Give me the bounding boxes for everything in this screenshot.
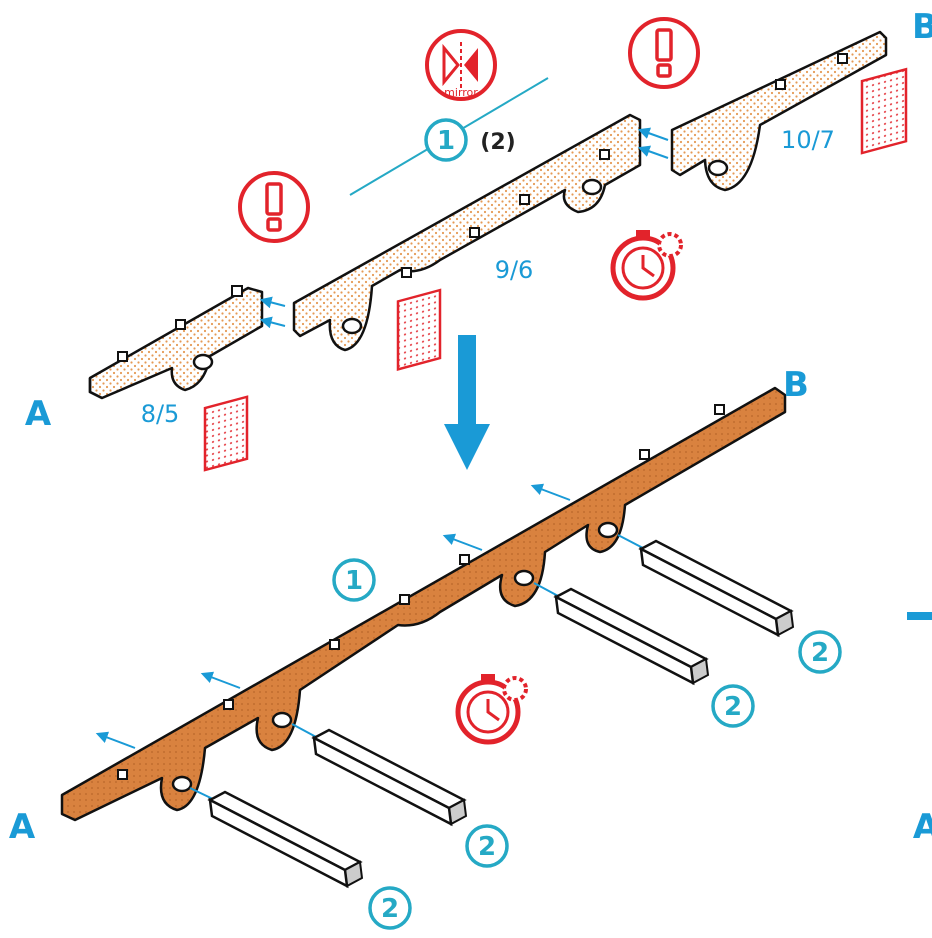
down-arrow-icon (444, 335, 490, 470)
axle (189, 787, 364, 889)
assembled-frame (60, 386, 787, 822)
mirror-label: mirror (444, 86, 478, 99)
size-label-right: 10/7 (781, 126, 835, 154)
quantity-label: (2) (480, 130, 515, 155)
step-number: 1 (345, 566, 363, 596)
panel-icon (396, 288, 442, 371)
step-badge: 2 (711, 684, 755, 728)
part-left (88, 285, 264, 400)
step-number: 2 (381, 894, 399, 924)
step-badge: 2 (368, 886, 412, 930)
end-label-a-edge: A (913, 807, 932, 847)
warning-icon (238, 171, 310, 243)
part-right (670, 30, 888, 192)
step-number: 2 (478, 832, 496, 862)
axle (533, 582, 710, 686)
size-label-mid: 9/6 (495, 256, 534, 284)
part-middle (292, 113, 642, 352)
warning-icon (628, 17, 700, 89)
step-number: 1 (437, 126, 455, 156)
end-label-b-bottom: B (783, 365, 809, 405)
step-badge: 2 (798, 630, 842, 674)
panel-icon (860, 67, 908, 155)
mirror-icon: mirror (425, 29, 497, 101)
timer-gear-icon (610, 230, 683, 301)
step-badge: 1 (2) (424, 118, 516, 162)
step-number: 2 (724, 692, 742, 722)
panel-icon (203, 395, 249, 472)
size-label-left: 8/5 (141, 400, 180, 428)
axle (617, 534, 795, 638)
edge-dash (907, 612, 932, 620)
end-label-b-top: B (912, 7, 932, 47)
step-badge: 1 (332, 558, 376, 602)
timer-gear-icon (455, 674, 528, 745)
step-badge: 2 (465, 824, 509, 868)
end-label-a-bottom: A (9, 807, 36, 847)
axle (291, 723, 468, 827)
end-label-a-top: A (25, 394, 52, 434)
exploded-assembly (88, 30, 888, 400)
step-number: 2 (811, 638, 829, 668)
